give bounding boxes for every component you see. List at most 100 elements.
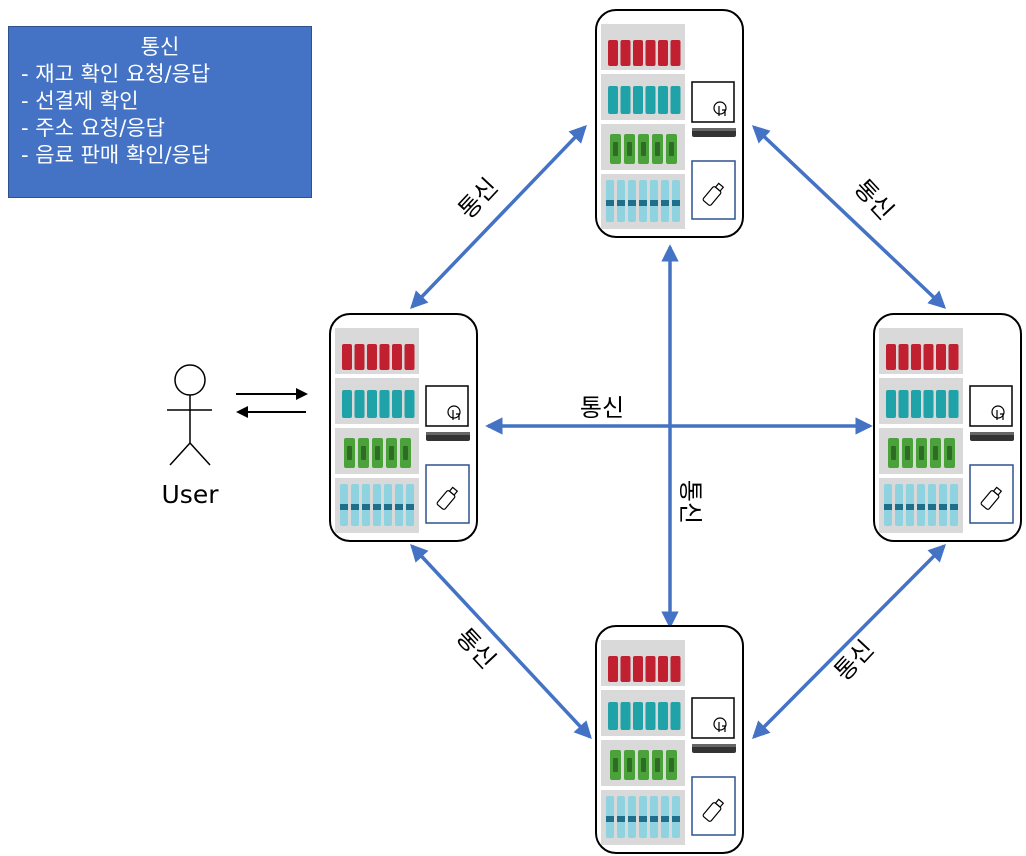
green-tube-label <box>891 446 896 460</box>
legend-title: 통신 <box>140 35 180 59</box>
card-reader-top <box>970 432 1014 435</box>
teal-can <box>620 86 631 114</box>
bottle-label <box>661 816 669 822</box>
bottle-label <box>395 504 403 510</box>
red-can <box>898 344 909 370</box>
teal-can <box>354 390 365 418</box>
touch-finger-icon <box>718 722 726 732</box>
bottle-label <box>928 504 936 510</box>
touch-finger-icon <box>718 106 726 116</box>
bottle-label <box>661 200 669 206</box>
green-tube-label <box>655 142 660 156</box>
shelf-divider <box>335 424 419 428</box>
link-label-horizontal: 통신 <box>580 394 624 422</box>
vending-machine-top <box>595 9 744 238</box>
teal-can <box>342 390 352 418</box>
bottle-label <box>884 504 892 510</box>
teal-can <box>886 390 896 418</box>
legend-item-address: - 주소 요청/응답 <box>21 116 165 140</box>
bottle-label <box>639 200 647 206</box>
dispenser-slot <box>425 464 470 524</box>
green-tube-label <box>655 758 660 772</box>
touch-finger-icon <box>996 410 1004 420</box>
user-label: User <box>162 480 220 509</box>
red-can <box>658 656 668 682</box>
dispenser-slot <box>691 776 736 836</box>
red-can <box>658 40 668 66</box>
red-can <box>342 344 352 370</box>
red-can <box>392 344 402 370</box>
bottle-cap-icon <box>714 798 725 808</box>
red-can <box>367 344 377 370</box>
teal-can <box>911 390 921 418</box>
card-reader-top <box>692 128 736 131</box>
bottle-label <box>617 200 625 206</box>
vending-machine-bottom <box>595 625 744 854</box>
bottle-label <box>617 816 625 822</box>
bottle-label <box>650 816 658 822</box>
teal-can <box>633 86 643 114</box>
shelf-divider <box>879 374 963 378</box>
touch-screen <box>969 385 1013 427</box>
dispenser-slot <box>969 464 1014 524</box>
bottle-label <box>906 504 914 510</box>
bottle-label <box>362 504 370 510</box>
teal-can <box>948 390 959 418</box>
teal-can <box>898 390 909 418</box>
link-label-bottom-left: 통신 <box>451 623 502 674</box>
green-tube-label <box>627 758 632 772</box>
bottle-label <box>406 504 414 510</box>
green-tube-label <box>361 446 366 460</box>
teal-can <box>645 702 656 730</box>
touch-hand-icon <box>447 405 461 419</box>
bottle-label <box>672 816 680 822</box>
touch-finger-icon <box>452 410 460 420</box>
teal-can <box>670 702 681 730</box>
vending-machine-right <box>873 313 1022 542</box>
teal-can <box>670 86 681 114</box>
green-tube-label <box>613 758 618 772</box>
green-tube-label <box>627 142 632 156</box>
link-label-top-right: 통신 <box>849 174 900 225</box>
teal-can <box>367 390 377 418</box>
link-label-top-left: 통신 <box>453 173 504 224</box>
red-can <box>911 344 921 370</box>
bottle-label <box>628 816 636 822</box>
link-label-vertical: 통신 <box>676 480 704 524</box>
link-top-right <box>751 125 947 309</box>
touch-screen <box>425 385 469 427</box>
green-tube-label <box>669 142 674 156</box>
card-reader-top <box>692 744 736 747</box>
link-label-bottom-right: 통신 <box>829 635 880 686</box>
touch-screen <box>691 697 735 739</box>
teal-can <box>620 702 631 730</box>
shelf-divider <box>879 424 963 428</box>
bottle-cap-icon <box>714 182 725 192</box>
bottle-cap-icon <box>992 486 1003 496</box>
red-can <box>633 40 643 66</box>
bottle-label <box>340 504 348 510</box>
shelf-divider <box>601 736 685 740</box>
red-can <box>379 344 390 370</box>
teal-can <box>645 86 656 114</box>
red-can <box>670 40 681 66</box>
green-tube-label <box>347 446 352 460</box>
red-can <box>645 40 656 66</box>
red-can <box>608 656 618 682</box>
red-can <box>608 40 618 66</box>
dispenser-slot <box>691 160 736 220</box>
legend-item-prepay: - 선결제 확인 <box>21 89 139 113</box>
teal-can <box>936 390 946 418</box>
shelf-divider <box>335 374 419 378</box>
bottle-label <box>950 504 958 510</box>
red-can <box>948 344 959 370</box>
touch-hand-icon <box>991 405 1005 419</box>
green-tube-label <box>919 446 924 460</box>
green-tube-label <box>375 446 380 460</box>
bottle-label <box>650 200 658 206</box>
shelf-divider <box>601 786 685 790</box>
red-can <box>354 344 365 370</box>
teal-can <box>608 702 618 730</box>
touch-hand-icon <box>713 717 727 731</box>
